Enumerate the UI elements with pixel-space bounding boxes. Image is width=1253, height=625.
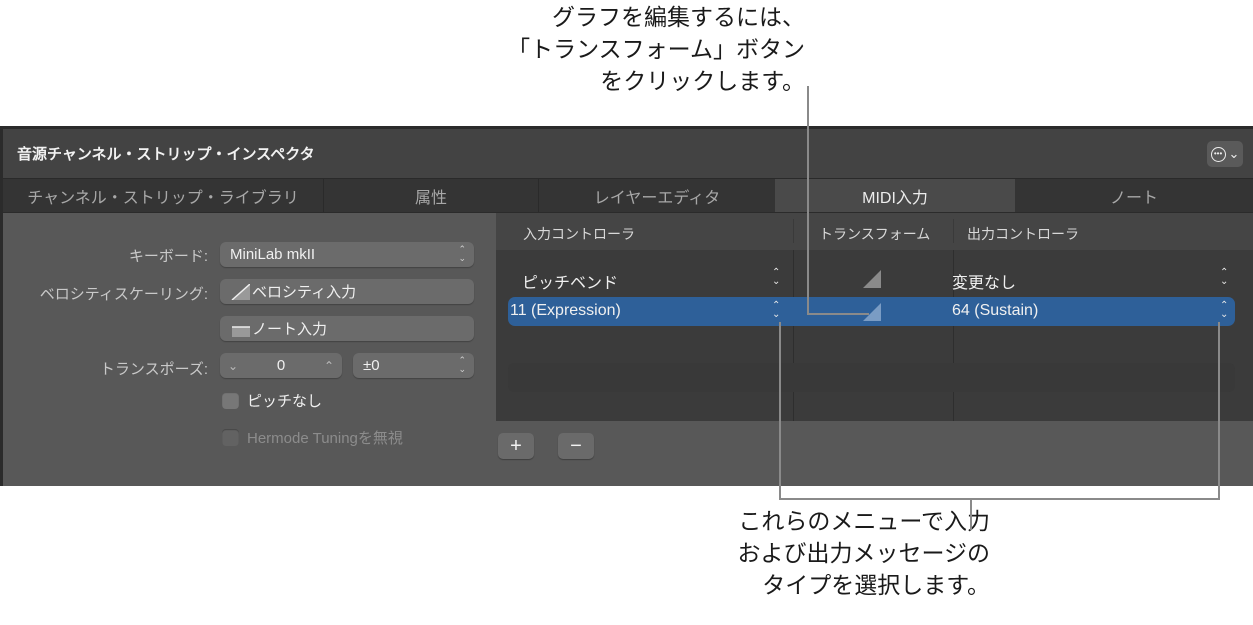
table-row-selected[interactable]: 11 (Expression) ⌃⌄ 64 (Sustain) ⌃⌄	[508, 297, 1235, 326]
output-controller-popup[interactable]: 64 (Sustain)	[952, 302, 1039, 319]
updown-chevron-icon: ⌃⌄	[1220, 300, 1229, 320]
table-row[interactable]: ピッチベンド ⌃⌄ 変更なし ⌃⌄	[508, 264, 1235, 293]
velocity-scaling-value: ベロシティ入力	[252, 284, 357, 301]
header-output-controller: 出力コントローラ	[967, 226, 1079, 242]
updown-chevron-icon: ⌃⌄	[772, 300, 781, 320]
action-menu-button[interactable]: ••• ⌄	[1207, 141, 1243, 167]
note-flat-curve-icon	[232, 325, 250, 337]
header-input-controller: 入力コントローラ	[523, 226, 635, 242]
no-pitch-checkbox[interactable]: ピッチなし	[222, 390, 322, 411]
tab-notes[interactable]: ノート	[1015, 179, 1253, 212]
header-divider	[953, 219, 954, 243]
note-scaling-button[interactable]: ノート入力	[220, 316, 474, 341]
midi-input-panel: 入力コントローラ トランスフォーム 出力コントローラ ピッチベンド ⌃⌄ 変更な…	[496, 213, 1253, 486]
transpose-offset-value: ±0	[363, 357, 380, 374]
updown-chevron-icon: ⌃⌄	[458, 244, 466, 263]
transpose-value: 0	[276, 357, 286, 374]
remove-row-button[interactable]: −	[558, 433, 594, 459]
controller-table: 入力コントローラ トランスフォーム 出力コントローラ ピッチベンド ⌃⌄ 変更な…	[496, 213, 1253, 421]
leader-line	[807, 313, 869, 315]
decrement-icon[interactable]: ⌄	[228, 358, 239, 373]
velocity-scaling-label: ベロシティスケーリング:	[39, 286, 208, 303]
inspector-window: 音源チャンネル・ストリップ・インスペクタ ••• ⌄ チャンネル・ストリップ・ラ…	[0, 126, 1253, 486]
leader-line	[779, 322, 781, 500]
chevron-down-icon: ⌄	[1228, 146, 1240, 161]
tab-layer-editor[interactable]: レイヤーエディタ	[539, 179, 775, 212]
no-pitch-label: ピッチなし	[247, 393, 323, 410]
transform-button[interactable]	[863, 270, 881, 288]
velocity-curve-icon	[231, 283, 250, 300]
title-bar: 音源チャンネル・ストリップ・インスペクタ ••• ⌄	[3, 129, 1253, 179]
updown-chevron-icon: ⌃⌄	[458, 355, 466, 374]
table-header: 入力コントローラ トランスフォーム 出力コントローラ	[496, 213, 1253, 250]
add-row-button[interactable]: +	[498, 433, 534, 459]
input-controller-popup[interactable]: ピッチベンド	[522, 275, 619, 292]
header-transform: トランスフォーム	[819, 226, 931, 242]
leader-line	[807, 86, 809, 315]
tab-bar: チャンネル・ストリップ・ライブラリ 属性 レイヤーエディタ MIDI入力 ノート	[3, 179, 1253, 212]
leader-line	[1218, 322, 1220, 500]
keyboard-popup[interactable]: MiniLab mkII ⌃⌄	[220, 242, 474, 267]
callout-menus: これらのメニューで入力 および出力メッセージの タイプを選択します。	[737, 509, 990, 599]
tab-attributes[interactable]: 属性	[324, 179, 539, 212]
tab-label: チャンネル・ストリップ・ライブラリ	[27, 189, 299, 207]
column-divider	[793, 250, 794, 421]
hermode-checkbox[interactable]: Hermode Tuningを無視	[222, 427, 403, 448]
increment-icon[interactable]: ⌃	[323, 358, 334, 373]
velocity-scaling-button[interactable]: ベロシティ入力	[220, 279, 474, 304]
transform-button[interactable]	[863, 303, 881, 321]
output-controller-popup[interactable]: 変更なし	[952, 275, 1017, 292]
tab-channel-strip-library[interactable]: チャンネル・ストリップ・ライブラリ	[3, 179, 324, 212]
checkbox-box[interactable]	[222, 392, 239, 409]
tab-midi-input[interactable]: MIDI入力	[775, 179, 1015, 212]
keyboard-label: キーボード:	[128, 248, 208, 265]
checkbox-box[interactable]	[222, 429, 239, 446]
leader-line	[970, 500, 972, 530]
leader-line	[779, 498, 1220, 500]
column-divider	[953, 250, 954, 421]
note-scaling-value: ノート入力	[252, 321, 328, 338]
updown-chevron-icon: ⌃⌄	[1220, 267, 1229, 287]
input-controller-popup[interactable]: 11 (Expression)	[510, 302, 621, 319]
window-title: 音源チャンネル・ストリップ・インスペクタ	[17, 146, 315, 163]
transpose-stepper[interactable]: ⌄ 0 ⌃	[220, 353, 342, 378]
keyboard-value: MiniLab mkII	[230, 246, 316, 263]
hermode-label: Hermode Tuningを無視	[247, 430, 403, 447]
transpose-label: トランスポーズ:	[99, 361, 208, 378]
updown-chevron-icon: ⌃⌄	[772, 267, 781, 287]
table-row-empty	[508, 363, 1235, 392]
tab-label: ノート	[1109, 189, 1158, 207]
tab-label: 属性	[414, 189, 447, 207]
transpose-offset-popup[interactable]: ±0 ⌃⌄	[353, 353, 474, 378]
settings-panel: キーボード: MiniLab mkII ⌃⌄ ベロシティスケーリング: ベロシテ…	[3, 213, 496, 486]
tab-label: MIDI入力	[862, 189, 928, 207]
tab-label: レイヤーエディタ	[593, 189, 721, 207]
ellipsis-circle-icon: •••	[1210, 146, 1226, 162]
callout-transform: グラフを編集するには、 「トランスフォーム」ボタン をクリックします。	[507, 5, 805, 95]
header-divider	[793, 219, 794, 243]
